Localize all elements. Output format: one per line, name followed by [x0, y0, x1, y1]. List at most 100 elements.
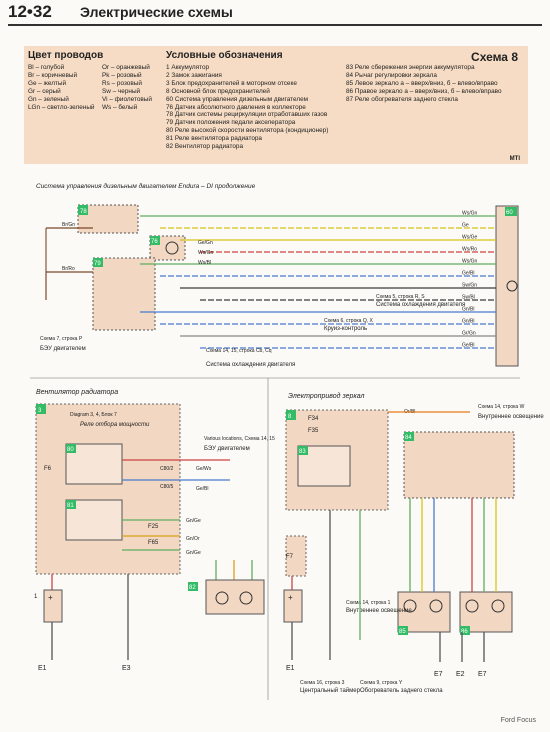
ground-e2: E2: [456, 671, 465, 678]
wire-s1-label-9: Gn/Bl: [462, 319, 475, 325]
symbol-item-b-0: 83 Реле сбережения энергии аккумулятора: [346, 64, 475, 71]
int2-label: Внутреннее освещение: [478, 414, 544, 420]
various-label: Various locations, Схема 14, 15: [204, 436, 275, 442]
component-79: [92, 257, 156, 331]
wire-s1-label-7: Sw/Bl: [462, 295, 475, 301]
battery-1: [43, 589, 63, 623]
ecu-60-tag: [505, 207, 517, 216]
color-item-3: Gr – серый: [28, 87, 61, 95]
fuse-f65: F65: [148, 540, 159, 546]
color-item-b-1: Pk – розовый: [102, 71, 142, 79]
fan-motor-1-icon: [215, 591, 229, 605]
mirror-right-86: [459, 591, 513, 633]
symbol-item-b-1: 84 Рычаг регулировки зеркала: [346, 71, 437, 79]
switch-84-num: 84: [405, 435, 412, 441]
wire-s1-mid-label-2: Ws/Bl: [198, 260, 211, 266]
comp-78-tag: [78, 205, 88, 215]
symbol-item-0: 1 Аккумулятор: [166, 64, 210, 71]
relay-label: Реле отбора мощности: [80, 422, 150, 428]
color-item-1: Br – коричневый: [28, 71, 78, 79]
relay-81-num: 81: [67, 503, 74, 509]
ecu-ref-label: Схема 7, строка P: [40, 336, 83, 342]
wire-ge-ws: Ge/Ws: [196, 466, 212, 472]
wire-s1-label-6: Sw/Gn: [462, 283, 477, 289]
wire-s1-label-4: Ws/Gn: [462, 259, 477, 265]
mti-logo: MTI: [509, 156, 520, 162]
header-rule: [8, 24, 542, 26]
page-title: Электрические схемы: [80, 4, 233, 20]
mirror-left-motor-a-icon: [403, 599, 417, 613]
mirror-right-motor-a-icon: [465, 599, 479, 613]
symbols-title: Условные обозначения: [166, 50, 283, 61]
wire-s1-label-2: Ws/Ge: [462, 235, 477, 241]
wire-c80-5: C80/5: [160, 484, 174, 490]
page-header: 12•32 Электрические схемы: [0, 0, 550, 26]
color-item-b-4: Vi – фиолетовый: [102, 95, 152, 103]
cooling2-label: Система охлаждения двигателя: [206, 362, 295, 368]
wire-s1-label-0: Ws/Gn: [462, 211, 477, 217]
mirror-left-motor-b-icon: [429, 599, 443, 613]
section3-wires: [291, 411, 497, 662]
relay-80-num: 80: [67, 447, 74, 453]
symbol-item-2: 3 Блок предохранителей в моторном отсеке: [166, 79, 297, 87]
ecu2-label: БЭУ двигателем: [204, 446, 250, 452]
ground-e1: E1: [38, 665, 47, 672]
relay-80-tag: [66, 444, 76, 453]
color-item-b-2: Rs – розовый: [102, 79, 142, 87]
battery-num: 1: [34, 594, 38, 600]
fuse-f6: F6: [44, 466, 52, 472]
fuse-f35: F35: [308, 428, 319, 434]
section3-title: Электропривод зеркал: [288, 392, 365, 400]
fuse-f7: F7: [286, 554, 294, 560]
page-number: 12•32: [8, 2, 52, 21]
ref-int-label: Схема 14, строка 1: [346, 600, 391, 606]
ground-e3: E3: [122, 665, 131, 672]
interior-label: Внутреннее освещение: [346, 608, 412, 614]
symbol-item-5: 76 Датчик абсолютного давления в коллект…: [166, 103, 306, 111]
fuse-f25: F25: [148, 524, 159, 530]
wire-gn-ge-2: Gn/Ge: [186, 550, 201, 556]
wire-s1-label-5: Ge/Bl: [462, 271, 475, 277]
timer-label: Центральный таймер: [300, 687, 361, 694]
battery-plus-icon-2: +: [288, 593, 293, 602]
comp-79-tag: [93, 258, 103, 267]
switch-84-tag: [404, 432, 414, 441]
fuse-f34: F34: [308, 416, 319, 422]
fan-82-tag: [188, 582, 198, 591]
mirror-85-num: 85: [399, 629, 406, 635]
ground-e7: E7: [434, 671, 443, 678]
symbol-item-9: 81 Реле вентилятора радиатора: [166, 135, 262, 143]
color-item-0: Bl – голубой: [28, 64, 65, 71]
fuse-box-2: [285, 535, 307, 577]
symbol-item-b-3: 86 Правое зеркало а – вверх/вниз, б – вл…: [346, 87, 502, 95]
relay-ref: Diagram 3, 4, Блок 7: [70, 412, 117, 418]
ref-a-label: Схема 5, строка R, S: [376, 294, 425, 300]
ref-b-label: Схема 6, строка Q, X: [324, 318, 373, 324]
relay-83-num: 83: [299, 449, 306, 455]
color-item-b-5: Ws – белый: [102, 103, 138, 111]
battery-plus-icon: +: [48, 593, 53, 602]
symbol-item-10: 82 Вентилятор радиатора: [166, 143, 243, 151]
mirror-left-85: [397, 591, 451, 633]
wire-s1-label-11: Ge/Bl: [462, 343, 475, 349]
footer-brand: Ford Focus: [500, 717, 536, 724]
wire-s1-label-1: Ge: [462, 223, 469, 229]
fan-82-num: 82: [189, 585, 196, 591]
sensor-76-symbol: [165, 241, 179, 255]
comp-76-tag: [150, 236, 160, 245]
wire-s1-label-8: Gn/Bl: [462, 307, 475, 313]
section1-wires: Ws/GnGeWs/GeWs/RoWs/GnGe/BlSw/GnSw/BlGn/…: [45, 211, 496, 349]
fuse-box-3: [35, 403, 181, 575]
rear-heat-label: Обогреватель заднего стекла: [360, 688, 443, 694]
fan-82: [205, 579, 265, 615]
box-3-tag: [36, 404, 46, 414]
ecu-label: БЭУ двигателем: [40, 346, 86, 352]
symbol-item-3: 8 Основной блок предохранителей: [166, 87, 270, 95]
symbol-item-b-4: 87 Реле обогревателя заднего стекла: [346, 95, 458, 103]
symbol-item-b-2: 85 Левое зеркало а – вверх/вниз, б – вле…: [346, 79, 498, 87]
color-item-5: LGn – светло-зеленый: [28, 103, 95, 111]
battery-1b: [283, 589, 303, 623]
